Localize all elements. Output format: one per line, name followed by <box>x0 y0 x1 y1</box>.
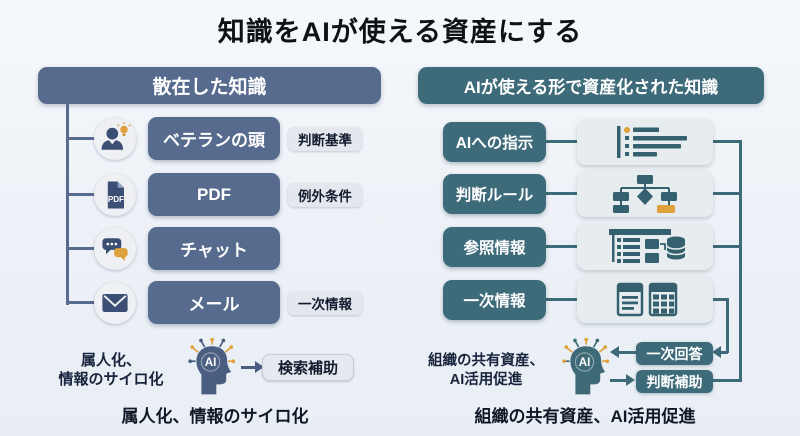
right-item-primary-info: 一次情報 <box>443 280 546 320</box>
ai-head-icon: AI <box>562 337 612 401</box>
right-summary-text: 組織の共有資産、 AI活用促進 <box>428 353 544 388</box>
connector <box>713 379 742 382</box>
connector <box>546 245 577 248</box>
flowchart-icon <box>577 171 713 217</box>
left-tree-branch <box>66 137 96 140</box>
left-tree-branch <box>66 193 96 196</box>
tag-exception-conditions: 例外条件 <box>288 183 362 207</box>
tag-judgment-criteria: 判断基準 <box>288 127 362 151</box>
page-title: 知識をAIが使える資産にする <box>217 17 583 47</box>
arrow-to-search <box>241 366 255 369</box>
ai-head-icon: AI <box>188 337 238 401</box>
left-panel-header: 散在した知識 <box>38 67 381 104</box>
connector <box>546 140 577 143</box>
right-item-reference-info: 参照情報 <box>443 227 546 267</box>
left-item-mail: メール <box>148 281 280 324</box>
arrow-head-left-icon <box>610 346 619 358</box>
connector <box>713 298 729 301</box>
arrow-head-right-icon <box>626 374 635 386</box>
mail-envelope-icon <box>94 282 136 324</box>
connector <box>713 245 742 248</box>
right-item-ai-instructions: AIへの指示 <box>443 122 546 162</box>
chat-bubbles-icon <box>94 228 136 270</box>
left-caption: 属人化、情報のサイロ化 <box>121 407 309 426</box>
left-summary-text: 属人化、 情報のサイロ化 <box>58 352 164 388</box>
primary-answer-pill: 一次回答 <box>636 342 713 365</box>
connector <box>546 298 577 301</box>
tag-primary-info: 一次情報 <box>288 291 362 315</box>
right-caption: 組織の共有資産、AI活用促進 <box>474 407 696 426</box>
left-tree-vertical-line <box>66 103 69 305</box>
svg-text:AI: AI <box>205 356 217 369</box>
svg-text:PDF: PDF <box>108 195 124 204</box>
svg-text:AI: AI <box>579 356 591 369</box>
left-item-chat: チャット <box>148 227 280 270</box>
reference-database-icon <box>577 224 713 270</box>
right-panel-header: AIが使える形で資産化された知識 <box>418 67 764 104</box>
connector <box>726 298 729 353</box>
connector <box>713 192 742 195</box>
arrow-to-judgment <box>610 379 626 382</box>
right-bus-line <box>739 140 742 381</box>
search-assist-chip: 検索補助 <box>262 354 354 381</box>
left-item-veteran: ベテランの頭 <box>148 117 280 160</box>
arrow-head-right-icon <box>255 361 264 373</box>
person-bulb-icon <box>94 118 136 160</box>
connector <box>546 192 577 195</box>
connector <box>720 351 728 354</box>
left-item-pdf: PDF <box>148 173 280 216</box>
document-table-icon <box>577 277 713 323</box>
arrow-to-ai <box>619 351 636 354</box>
right-item-judgment-rules: 判断ルール <box>443 174 546 214</box>
judgment-assist-pill: 判断補助 <box>636 370 713 393</box>
left-tree-branch <box>66 301 96 304</box>
left-tree-branch <box>66 247 96 250</box>
pdf-file-icon: PDF <box>94 174 136 216</box>
connector <box>713 140 742 143</box>
instruction-list-icon <box>577 119 713 165</box>
arrow-head-left-icon <box>712 346 721 358</box>
